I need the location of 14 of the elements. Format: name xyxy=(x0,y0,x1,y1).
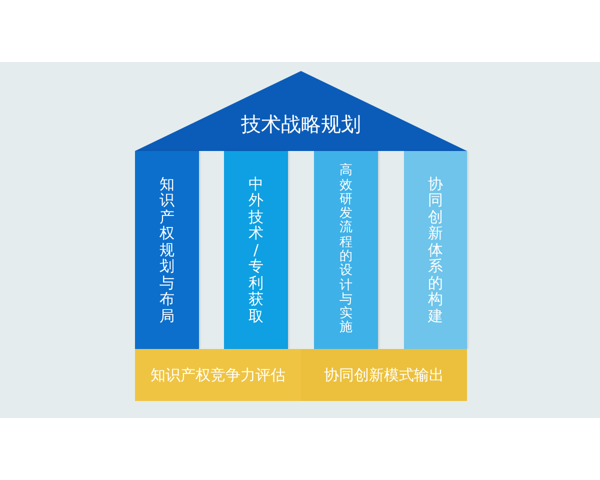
pillar xyxy=(404,151,467,349)
roof-triangle xyxy=(135,71,467,151)
base-block xyxy=(135,349,301,401)
pillar xyxy=(314,151,378,349)
base-block xyxy=(301,349,467,401)
pillar xyxy=(135,151,199,349)
roof-label: 技术战略规划 xyxy=(241,111,361,138)
pillar-label: 高效研发流程的设计与实施 xyxy=(340,164,352,336)
pillar xyxy=(224,151,288,349)
base-label: 知识产权竞争力评估 xyxy=(150,364,286,386)
base-label: 协同创新模式输出 xyxy=(324,364,444,386)
pillar-label: 中外技术/专利获取 xyxy=(248,176,264,324)
pillar-label: 知识产权规划与布局 xyxy=(160,176,174,324)
pillar-label: 协同创新体系的构建 xyxy=(428,176,443,324)
